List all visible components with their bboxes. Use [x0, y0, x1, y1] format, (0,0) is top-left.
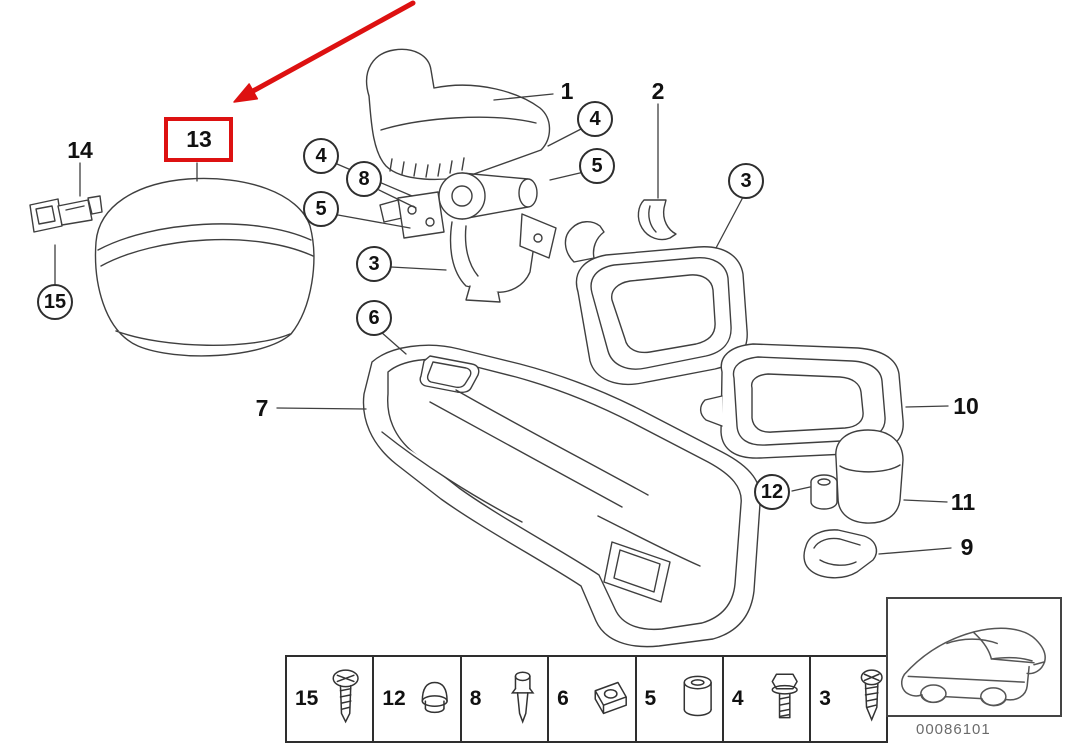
- fastener-cell-15[interactable]: 15: [287, 657, 375, 741]
- part-ashtray-insert: [701, 344, 904, 458]
- rivet-pin-icon: [500, 666, 545, 732]
- part-label-7[interactable]: 7: [255, 395, 269, 421]
- fastener-cell-5[interactable]: 5: [637, 657, 724, 741]
- part-label-10[interactable]: 10: [953, 393, 979, 419]
- fastener-cell-8[interactable]: 8: [462, 657, 550, 741]
- part-saddle-bracket: [804, 530, 876, 578]
- part-label-1[interactable]: 1: [560, 78, 574, 104]
- plug-cap-icon: [412, 666, 457, 732]
- part-callout-15[interactable]: 15: [37, 284, 73, 320]
- fastener-number: 4: [731, 687, 744, 710]
- part-storage-tray: [565, 222, 747, 385]
- car-silhouette-icon: [888, 599, 1060, 715]
- fastener-number: 15: [295, 687, 319, 710]
- part-console-body: [363, 345, 760, 646]
- part-round-cap: [811, 475, 837, 509]
- phillips-screw-icon: [325, 666, 370, 732]
- hex-bolt-icon: [762, 666, 807, 732]
- sleeve-icon: [675, 666, 720, 732]
- part-lid-hook: [638, 200, 676, 240]
- part-label-13[interactable]: 13: [186, 126, 212, 152]
- leader-lines: [55, 94, 951, 554]
- part-roller-housing: [836, 430, 903, 523]
- part-callout-3a[interactable]: 3: [356, 246, 392, 282]
- part-callout-3b[interactable]: 3: [728, 163, 764, 199]
- part-callout-4a[interactable]: 4: [303, 138, 339, 174]
- document-number: 00086101: [916, 721, 991, 738]
- part-callout-5a[interactable]: 5: [303, 191, 339, 227]
- highlight-box: [164, 117, 233, 162]
- part-label-9[interactable]: 9: [960, 534, 974, 560]
- part-callout-12[interactable]: 12: [754, 474, 790, 510]
- fastener-number: 6: [557, 687, 569, 710]
- fastener-cell-3[interactable]: 3: [811, 657, 896, 741]
- fastener-cell-4[interactable]: 4: [724, 657, 812, 741]
- highlight-arrow: [233, 3, 413, 103]
- fastener-number: 8: [469, 687, 482, 710]
- part-armrest-lid: [96, 178, 314, 355]
- part-armrest-base: [367, 49, 556, 302]
- part-callout-8[interactable]: 8: [346, 161, 382, 197]
- fastener-number: 12: [382, 687, 406, 710]
- part-callout-4b[interactable]: 4: [577, 101, 613, 137]
- fastener-number: 5: [644, 687, 657, 710]
- clip-nut-icon: [587, 666, 632, 732]
- part-label-2[interactable]: 2: [651, 78, 665, 104]
- fastener-cell-6[interactable]: 6: [549, 657, 637, 741]
- part-callout-6[interactable]: 6: [356, 300, 392, 336]
- car-location-box: [886, 597, 1062, 717]
- part-callout-5b[interactable]: 5: [579, 148, 615, 184]
- fastener-table: 15 12 8: [285, 655, 888, 743]
- tapping-screw-icon: [849, 666, 894, 732]
- fastener-cell-12[interactable]: 12: [374, 657, 462, 741]
- part-label-14[interactable]: 14: [67, 137, 93, 163]
- part-latch-bracket: [30, 196, 102, 232]
- part-label-11[interactable]: 11: [950, 489, 976, 515]
- fastener-number: 3: [819, 687, 831, 710]
